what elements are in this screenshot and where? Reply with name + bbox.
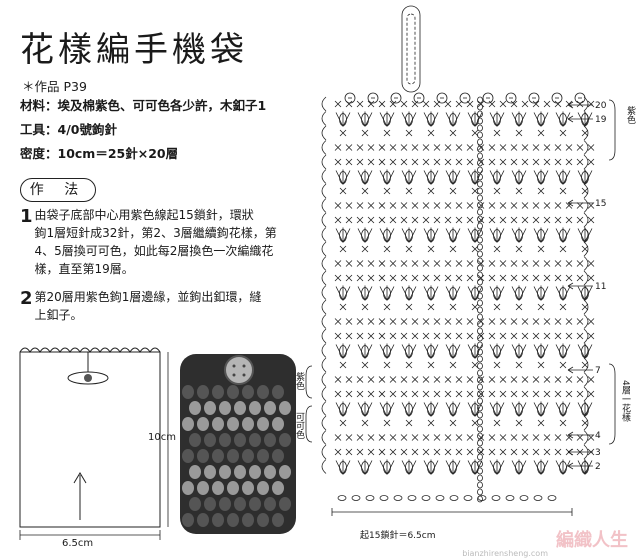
step-number: 1: [20, 206, 33, 227]
materials-text: 材料：埃及棉紫色、可可色各少許，木釦子1: [20, 98, 267, 113]
bag-height-label: 10cm: [148, 432, 176, 443]
step-line: 上釦子。: [34, 308, 83, 322]
left-brackets: [305, 365, 313, 443]
step-line: 由袋子底部中心用紫色線起15鎖針，環狀: [34, 208, 254, 222]
step-line: 鉤1層短針成32針，第2、3層繼續鉤花樣，第: [34, 226, 277, 240]
row-label: 15: [595, 199, 607, 209]
watermark-url: bianzhirensheng.com: [462, 549, 548, 558]
knitted-bag-photo: [180, 354, 296, 534]
wooden-button-icon: [224, 355, 254, 385]
row-label: 2: [595, 462, 601, 472]
row-label: 19: [595, 115, 607, 125]
row-label: 7: [595, 366, 601, 376]
chart-bottom-label: 起15鎖針＝6.5cm: [360, 531, 436, 541]
step-line: 樣，直至第19層。: [34, 262, 134, 276]
watermark-text: 編織人生: [556, 530, 628, 551]
left-color-label-cocoa: 可可色: [294, 412, 304, 439]
step-number: 2: [20, 288, 33, 309]
bag-outline-diagram: [19, 347, 169, 540]
page-title: 花樣編手機袋: [20, 30, 248, 70]
row-label: 3: [595, 448, 601, 458]
step-line: 4、5層換可可色，如此每2層換色一次編織花: [34, 244, 274, 258]
row-label: 4: [595, 431, 601, 441]
step-line: 第20層用紫色鉤1層邊緣，並鉤出釦環，縫: [34, 290, 262, 304]
row-label: 11: [595, 282, 607, 292]
crochet-chart: [321, 5, 616, 516]
left-color-label-purple: 紫色: [294, 372, 304, 390]
right-repeat-label: 4層一花樣: [620, 380, 630, 422]
gauge-text: 密度：10cm＝25針×20層: [20, 146, 179, 161]
bag-width-label: 6.5cm: [62, 538, 94, 549]
step-1: 1 由袋子底部中心用紫色線起15鎖針，環狀 鉤1層短針成32針，第2、3層繼續鉤…: [20, 206, 302, 278]
row-label: 20: [595, 101, 607, 111]
work-number: ＊作品 P39: [22, 79, 87, 94]
tools-text: 工具：4/0號鉤針: [20, 122, 117, 137]
method-heading: 作 法: [20, 178, 96, 202]
step-2: 2 第20層用紫色鉤1層邊緣，並鉤出釦環，縫 上釦子。: [20, 288, 302, 324]
right-color-label: 紫色: [625, 106, 635, 124]
